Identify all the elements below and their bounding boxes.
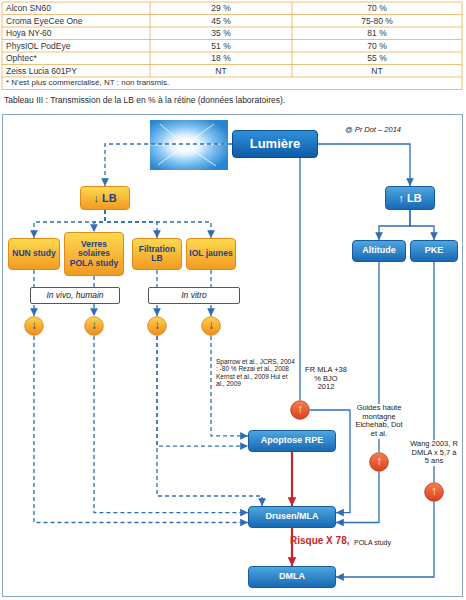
table-cell: 45 % — [150, 15, 292, 28]
node-text: Altitude — [362, 246, 396, 256]
node-text: ↓ — [154, 319, 160, 332]
table-caption: Tableau III : Transmission de la LB en %… — [4, 96, 462, 106]
sun-rays — [150, 124, 226, 166]
node-text: In vitro — [181, 291, 207, 300]
node-text: In vivo, humain — [46, 291, 103, 300]
study-box: Verres solaires POLA study — [64, 232, 124, 276]
table-cell: 70 % — [292, 40, 462, 53]
node-text: ↑ — [376, 455, 382, 468]
factor-box: PKE — [410, 240, 458, 262]
table-cell: NT — [292, 65, 462, 78]
flow-arrow — [291, 528, 293, 566]
table-footnote: * N'est plus commercialisé, NT : non tra… — [6, 77, 456, 90]
table-line — [2, 2, 462, 90]
table-grid — [2, 2, 462, 90]
process-box: Apoptose RPE — [248, 430, 336, 452]
node-text: DMLA — [279, 572, 305, 582]
edge-label: Risque X 78, — [290, 535, 349, 546]
circle-shape — [25, 317, 44, 336]
decrease-circle: ↓ — [201, 316, 221, 336]
table-cell: Zeiss Lucia 601PY — [6, 65, 150, 78]
circle-shape — [425, 483, 444, 502]
table-cell: 55 % — [292, 52, 462, 65]
context-box: In vitro — [148, 287, 240, 304]
flow-arrow — [336, 502, 434, 577]
reference-note: Guides haute montagne Elchehab, Dot et a… — [353, 404, 405, 439]
table-cell: PhysIOL PodEye — [6, 40, 150, 53]
factor-box: Altitude — [352, 240, 406, 262]
node-text: ↑ LB — [398, 192, 421, 204]
dashed-arrow — [94, 210, 105, 232]
reference-note: FR MLA +38 % BJO 2012 — [305, 366, 347, 392]
table-cell: 18 % — [150, 52, 292, 65]
flow-arrow — [291, 452, 293, 506]
diagram-frame — [3, 115, 463, 597]
flow-arrow — [410, 210, 434, 240]
decrease-circle: ↓ — [24, 316, 44, 336]
node-text: Drusen/MLA — [265, 512, 318, 522]
increase-circle: ↑ — [290, 400, 310, 420]
dashed-arrow — [105, 144, 232, 186]
source-note: POLA study — [354, 539, 414, 547]
node-text: NUN study — [12, 249, 55, 258]
table-cell: Croma EyeCee One — [6, 15, 150, 28]
study-box: IOL jaunes — [186, 238, 236, 270]
node-text: ↑ — [297, 403, 303, 416]
table-cell: 35 % — [150, 27, 292, 40]
flow-arrow — [379, 210, 410, 240]
sky-patch — [150, 120, 228, 170]
table-cell: NT — [150, 65, 292, 78]
copyright-note: @ Pr Dot – 2014 — [345, 126, 455, 135]
table-cell: 70 % — [292, 2, 462, 15]
table-cell: Hoya NY-60 — [6, 27, 150, 40]
decrease-circle: ↓ — [84, 316, 104, 336]
node-text: PKE — [425, 246, 444, 256]
study-box: Filtration LB — [132, 238, 182, 270]
dashed-arrow — [34, 336, 248, 523]
table-line — [2, 2, 462, 90]
sun-core — [178, 138, 192, 152]
table-cell: Ophtec* — [6, 52, 150, 65]
node-text: Apoptose RPE — [261, 436, 324, 446]
reference-note: Wang 2003, R DMLA x 5,7 à 5 ans — [409, 440, 459, 466]
table-cell: 75-80 % — [292, 15, 462, 28]
node-text: Verres solaires POLA study — [67, 240, 121, 268]
node-text: IOL jaunes — [189, 249, 232, 258]
decrease-box: ↓ LB — [80, 186, 130, 210]
increase-circle: ↑ — [424, 482, 444, 502]
table-cell: Alcon SN60 — [6, 2, 150, 15]
outcome-box: DMLA — [248, 566, 336, 588]
study-box: NUN study — [8, 238, 60, 270]
table-cell: 29 % — [150, 2, 292, 15]
flow-arrow — [299, 158, 300, 400]
circle-shape — [291, 401, 310, 420]
reference-note: Sparrow et al., JCRS, 2004 : -80 % Rezai… — [216, 358, 296, 388]
source-box: Lumière — [232, 130, 318, 158]
circle-shape — [202, 317, 221, 336]
table-cell: 51 % — [150, 40, 292, 53]
dashed-arrow — [157, 336, 248, 446]
node-text: ↓ — [91, 319, 97, 332]
node-text: ↓ LB — [93, 192, 116, 204]
circle-shape — [370, 453, 389, 472]
context-box: In vivo, humain — [30, 287, 120, 304]
node-text: ↓ — [31, 319, 37, 332]
node-text: ↑ — [431, 485, 437, 498]
increase-box: ↑ LB — [385, 186, 435, 210]
sun-ray — [150, 124, 226, 166]
flow-arrow — [318, 144, 410, 186]
node-text: Lumière — [250, 137, 301, 151]
circle-shape — [148, 317, 167, 336]
increase-circle: ↑ — [369, 452, 389, 472]
flow-arrow — [336, 472, 379, 523]
process-box: Drusen/MLA — [248, 506, 336, 528]
decrease-circle: ↓ — [147, 316, 167, 336]
node-text: Filtration LB — [135, 245, 179, 264]
table-cell: 81 % — [292, 27, 462, 40]
circle-shape — [85, 317, 104, 336]
flow-arrow — [310, 410, 350, 513]
node-text: ↓ — [208, 319, 214, 332]
sun-illustration — [150, 120, 228, 170]
